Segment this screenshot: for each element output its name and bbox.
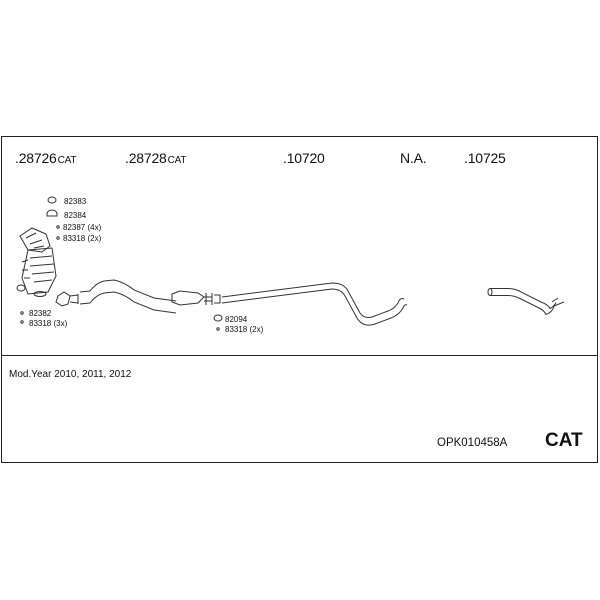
- kit-code: OPK010458A: [437, 437, 508, 449]
- fitting-label: 82094: [225, 315, 248, 324]
- fitting-label: 83318 (2x): [225, 325, 264, 334]
- part-number: .28726: [15, 150, 57, 166]
- bolt-icon: [216, 327, 220, 331]
- bolt-icon: [20, 320, 24, 324]
- clamp-icon: [46, 209, 58, 217]
- gasket-ring-icon: [213, 314, 223, 322]
- bolt-icon: [56, 236, 60, 240]
- part-label-28726: .28726CAT: [15, 150, 76, 166]
- fitting-label: 83318 (2x): [63, 234, 102, 243]
- part-suffix: CAT: [167, 155, 187, 166]
- fitting-label: 82382: [29, 309, 52, 318]
- manifold-catalytic-converter: [19, 227, 57, 297]
- part-label-10725: .10725: [464, 150, 506, 166]
- fitting-label: 82384: [64, 211, 87, 220]
- gasket-ring-icon: [47, 196, 57, 204]
- fitting-label: 82387 (4x): [63, 223, 102, 232]
- tail-pipe: [487, 288, 565, 316]
- pipe-joint: [205, 293, 221, 305]
- part-label-10720: .10720: [283, 150, 325, 166]
- part-number: N.A.: [400, 150, 427, 166]
- center-catalytic-converter: [171, 290, 212, 306]
- rear-pipe: [221, 282, 408, 326]
- part-number: .28728: [125, 150, 167, 166]
- diagram-divider: [1, 355, 598, 356]
- part-label-na: N.A.: [400, 150, 427, 166]
- gasket-ring-icon: [16, 284, 26, 292]
- diagram-frame: [1, 136, 598, 463]
- fitting-label: 83318 (3x): [29, 319, 68, 328]
- kit-type: CAT: [545, 430, 583, 451]
- part-suffix: CAT: [57, 155, 77, 166]
- part-label-28728: .28728CAT: [125, 150, 186, 166]
- model-year: Mod.Year 2010, 2011, 2012: [9, 369, 132, 380]
- bolt-icon: [56, 225, 60, 229]
- bolt-icon: [20, 311, 24, 315]
- front-pipe: [55, 279, 177, 314]
- part-number: .10720: [283, 150, 325, 166]
- fitting-label: 82383: [64, 197, 87, 206]
- part-number: .10725: [464, 150, 506, 166]
